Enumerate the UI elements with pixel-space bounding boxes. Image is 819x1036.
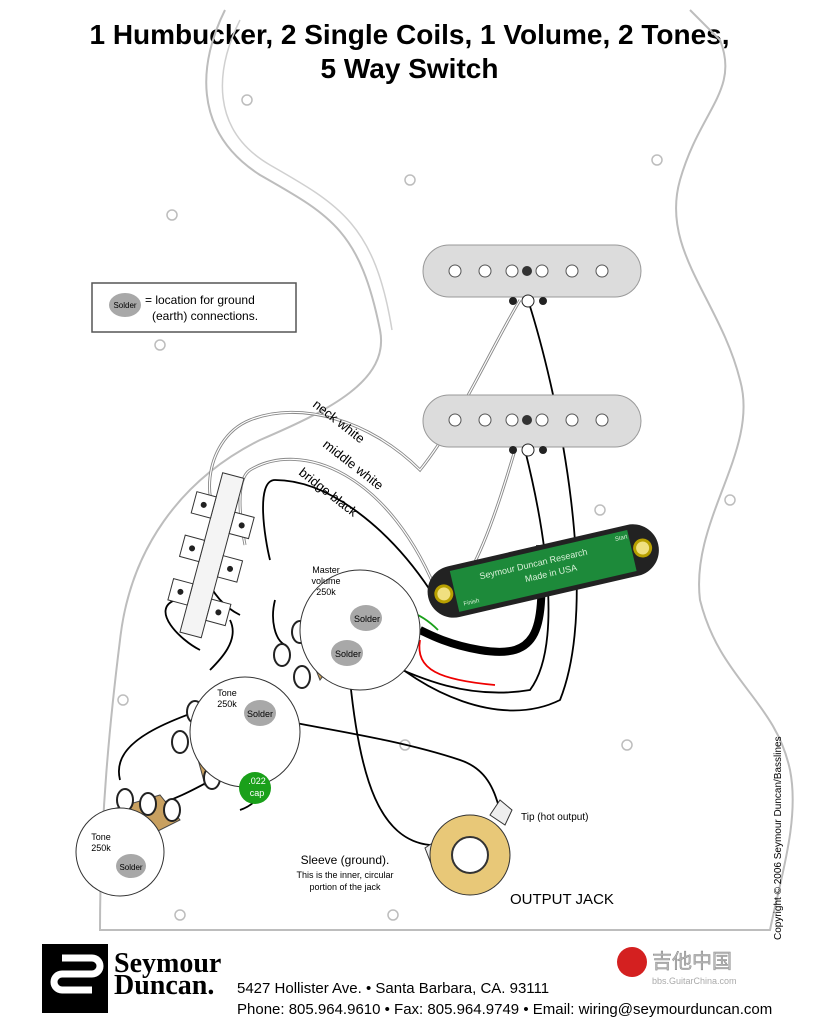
tone-pot-2: Solder Tone 250k <box>75 788 181 897</box>
sleeve-label-3: portion of the jack <box>309 882 381 892</box>
bridge-black-wire <box>262 479 431 591</box>
sleeve-wire <box>349 679 431 846</box>
legend-text-2: (earth) connections. <box>152 309 258 323</box>
solder-badge: Solder <box>113 301 136 310</box>
volume-solder-2: Solder <box>335 649 361 659</box>
neck-wire-label: neck white <box>310 397 368 447</box>
middle-pickup <box>422 394 642 457</box>
watermark-text: 吉他中国 <box>652 950 732 973</box>
tone1-solder: Solder <box>247 709 273 719</box>
brand-line-2: Duncan. <box>114 970 214 1001</box>
tone2-solder: Solder <box>119 863 142 872</box>
seymour-duncan-logo: Seymour Duncan. <box>42 944 221 1013</box>
pickguard-outline <box>98 9 794 931</box>
tone-pot-1: Solder Tone 250k <box>171 676 301 790</box>
tone-wire <box>279 719 501 811</box>
title-line-1: 1 Humbucker, 2 Single Coils, 1 Volume, 2… <box>89 19 730 50</box>
tip-label: Tip (hot output) <box>521 812 588 823</box>
sleeve-label-2: This is the inner, circular <box>296 870 393 880</box>
volume-label-1: Master <box>312 565 340 575</box>
legend-text-1: = location for ground <box>145 293 255 307</box>
humbucker-pickup: Seymour Duncan Research Made in USA Fini… <box>427 524 659 618</box>
five-way-switch <box>167 472 255 639</box>
tone1-label-2: 250k <box>217 699 237 709</box>
sleeve-label-1: Sleeve (ground). <box>301 853 390 867</box>
title-line-2: 5 Way Switch <box>320 53 499 84</box>
bridge-wire-label: bridge black <box>296 465 361 520</box>
volume-label-2: volume <box>311 576 340 586</box>
footer-contact: Phone: 805.964.9610 • Fax: 805.964.9749 … <box>237 1001 773 1018</box>
watermark: 吉他中国 bbs.GuitarChina.com <box>617 947 737 986</box>
volume-solder-1: Solder <box>354 614 380 624</box>
copyright: Copyright © 2006 Seymour Duncan/Bassline… <box>773 736 784 940</box>
watermark-logo-icon <box>617 947 647 977</box>
diagram-title: 1 Humbucker, 2 Single Coils, 1 Volume, 2… <box>0 18 819 86</box>
tone1-label-1: Tone <box>217 688 237 698</box>
tone2-label-1: Tone <box>91 832 111 842</box>
middle-ground-wire <box>369 449 550 694</box>
capacitor: .022 cap <box>239 772 271 804</box>
cap-unit: cap <box>250 788 265 798</box>
watermark-url: bbs.GuitarChina.com <box>652 976 737 986</box>
screw-holes <box>117 94 736 921</box>
red-wire <box>418 639 496 686</box>
pickguard-inner-outline <box>221 19 393 331</box>
neck-white-wire-inner <box>208 299 521 521</box>
brand-line-1: Seymour <box>114 948 221 979</box>
output-jack: Tip (hot output) Sleeve (ground). This i… <box>296 799 614 908</box>
output-jack-label: OUTPUT JACK <box>510 891 614 908</box>
finish-label: Finish <box>463 598 480 607</box>
footer-address: 5427 Hollister Ave. • Santa Barbara, CA.… <box>237 980 550 997</box>
neck-pickup <box>422 244 642 308</box>
legend: Solder = location for ground (earth) con… <box>91 282 297 333</box>
cap-value: .022 <box>248 776 266 786</box>
volume-label-3: 250k <box>316 587 336 597</box>
master-volume-pot: Solder Solder Master volume 250k <box>273 565 421 691</box>
tone2-label-2: 250k <box>91 843 111 853</box>
start-label: Start <box>614 534 628 543</box>
